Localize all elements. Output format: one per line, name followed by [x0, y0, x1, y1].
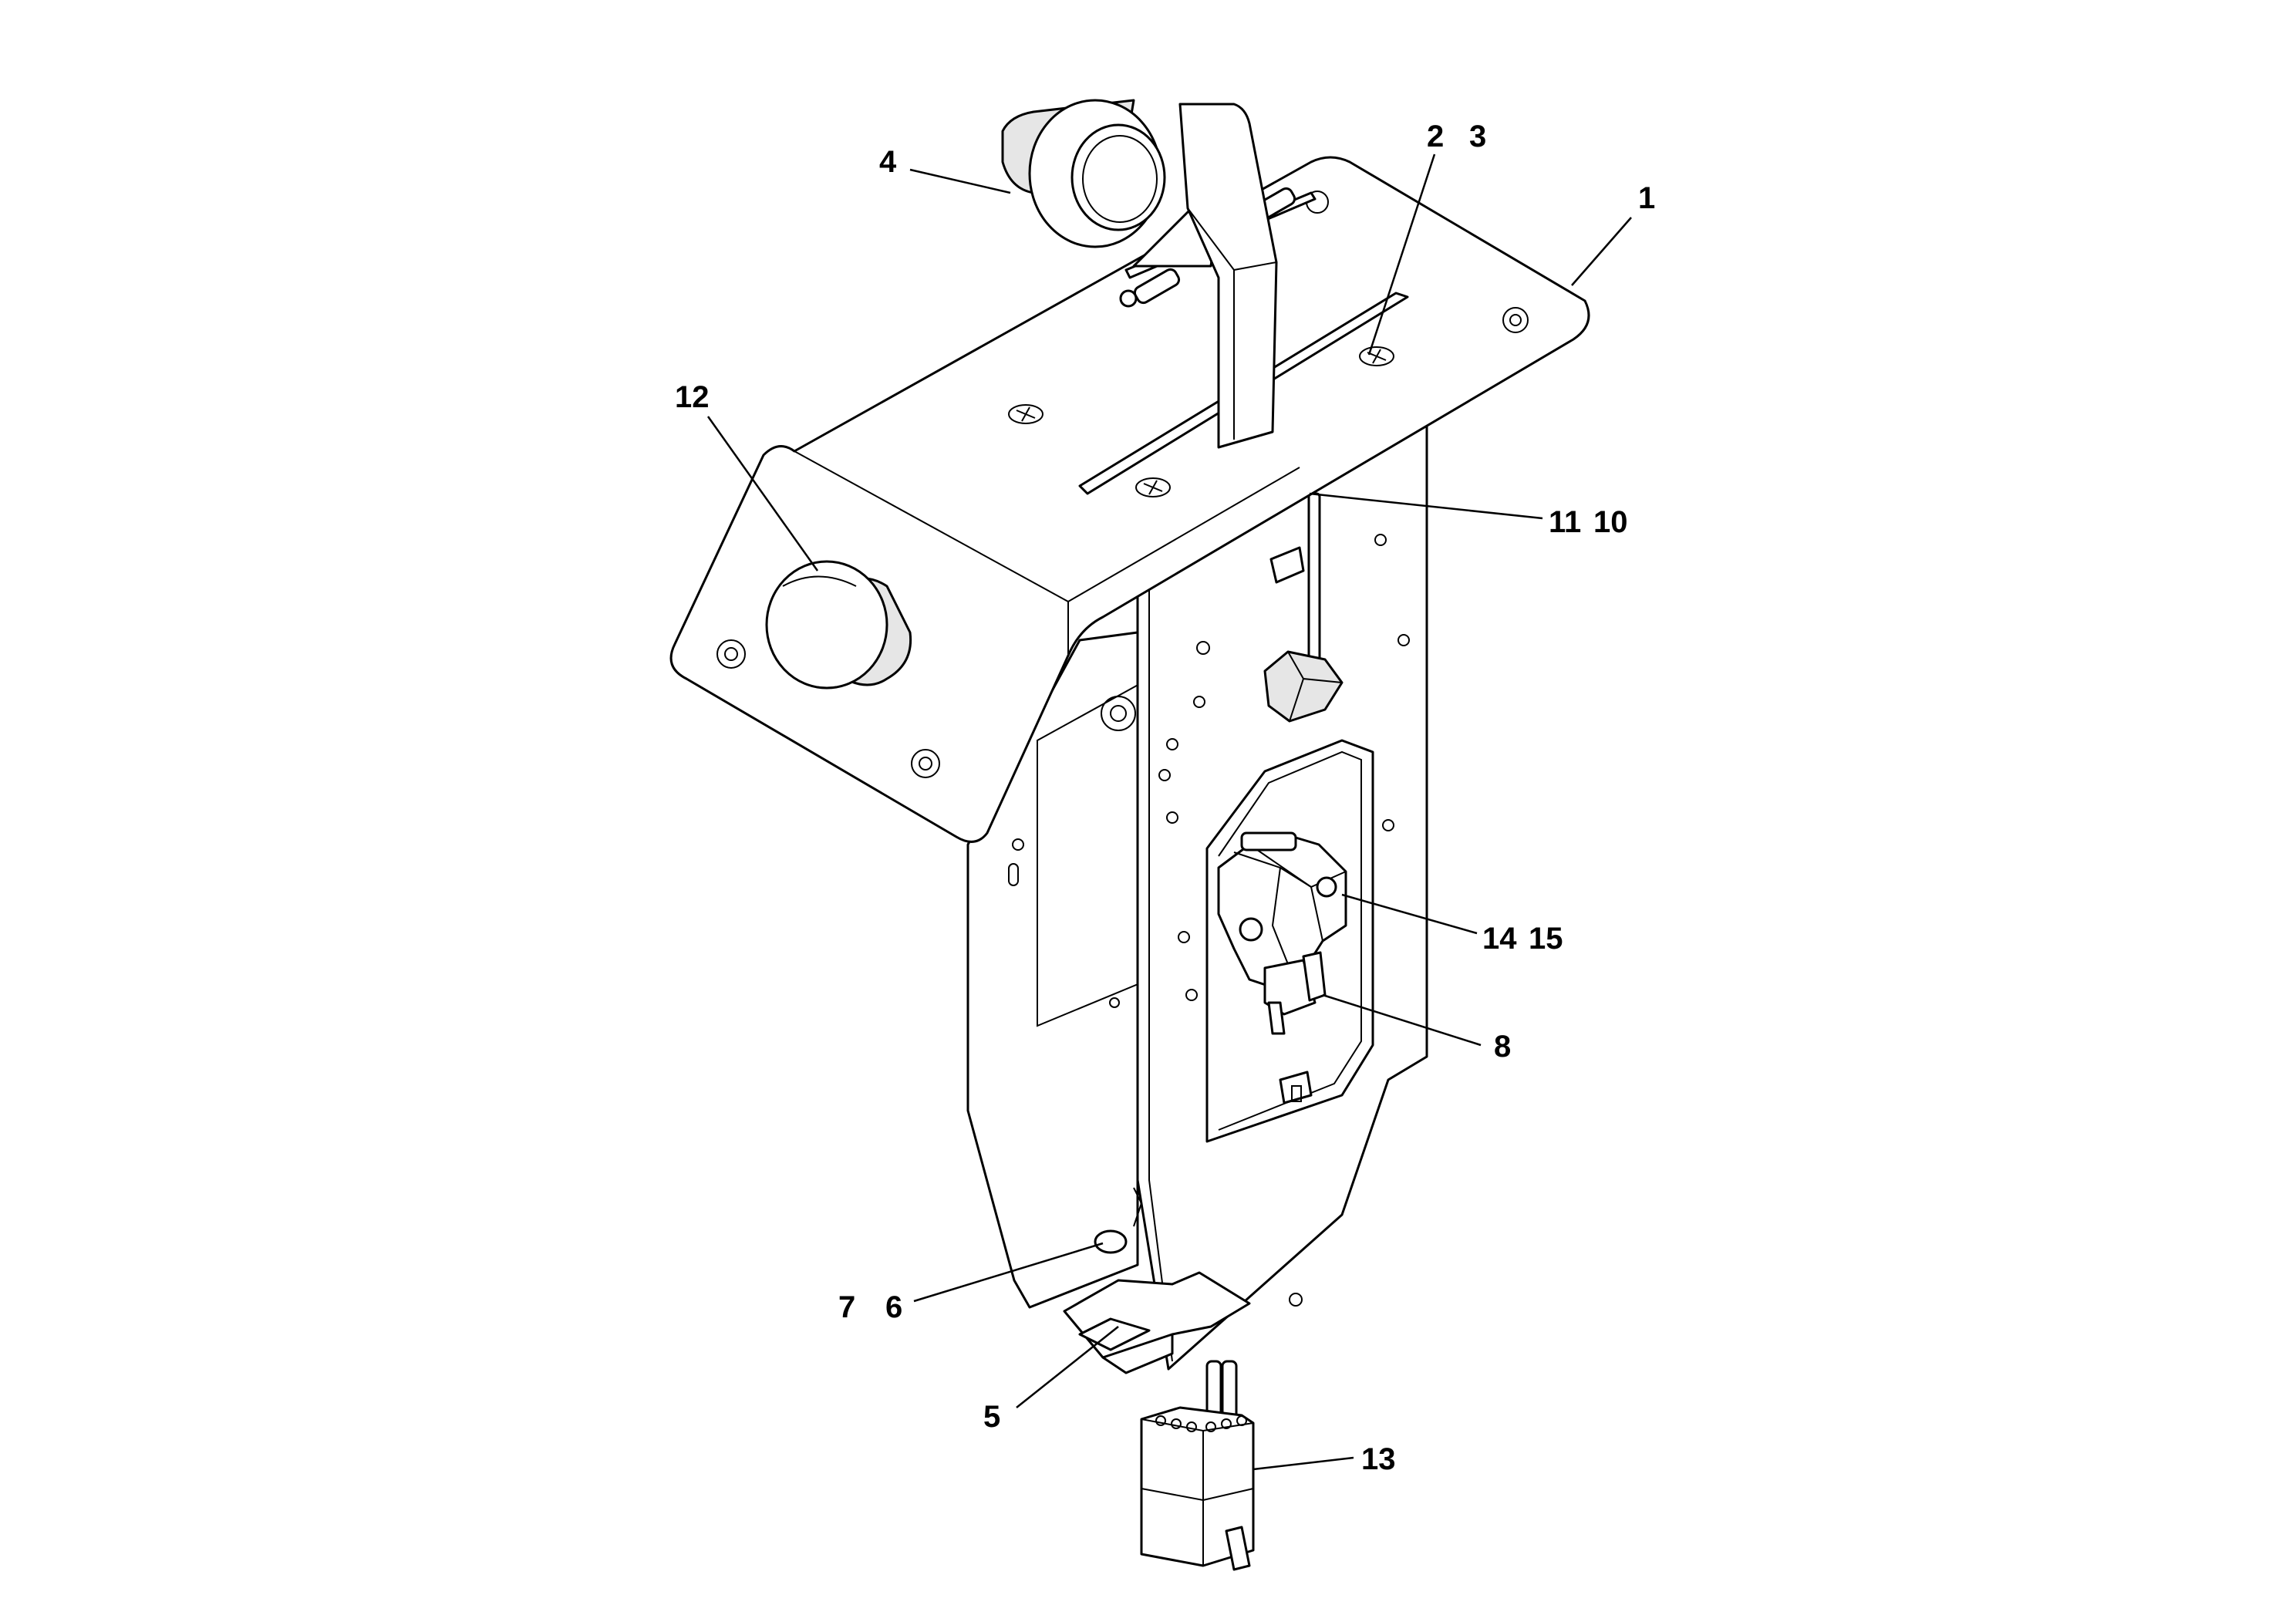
bottom-bracket [1063, 1187, 1251, 1374]
callout-labels: 1 2 3 4 12 11 10 14 15 8 7 6 5 13 [675, 120, 1655, 1476]
callout-11: 11 [1549, 505, 1581, 539]
callout-5: 5 [983, 1400, 1000, 1434]
shift-lever [1001, 99, 1317, 449]
connector-plug [1140, 1360, 1255, 1571]
callout-6: 6 [885, 1290, 902, 1324]
screw-heads [1008, 346, 1394, 497]
sensor-switch [1217, 831, 1347, 1104]
callout-4: 4 [879, 145, 897, 179]
callout-1: 1 [1638, 181, 1655, 215]
callout-12: 12 [675, 380, 710, 414]
callout-15: 15 [1529, 922, 1563, 956]
callout-7: 7 [838, 1290, 855, 1324]
callout-3: 3 [1469, 120, 1486, 153]
push-button [765, 560, 912, 690]
callout-13: 13 [1361, 1442, 1396, 1476]
linkage-rod [1263, 475, 1344, 723]
callout-14: 14 [1482, 922, 1517, 956]
callout-10: 10 [1593, 505, 1628, 539]
callout-2: 2 [1427, 120, 1444, 153]
leader-lines [706, 153, 1632, 1471]
callout-8: 8 [1494, 1030, 1511, 1064]
